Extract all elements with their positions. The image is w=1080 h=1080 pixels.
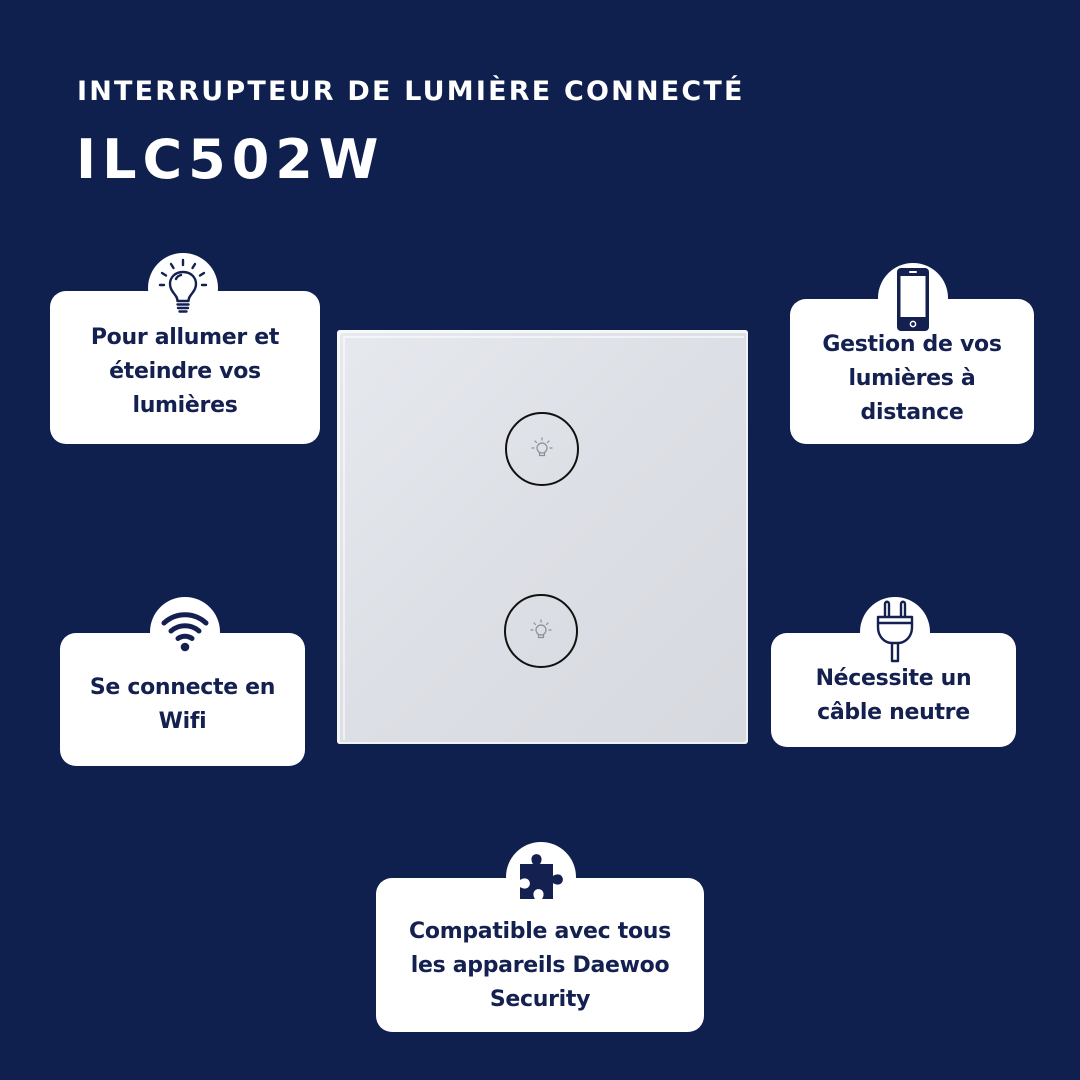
- lightbulb-icon: [531, 437, 553, 457]
- icon-badge: [506, 842, 576, 912]
- feature-text: Nécessite un câble neutre: [815, 666, 972, 725]
- feature-card-on-off: Pour allumer et éteindre vos lumières: [50, 253, 320, 444]
- feature-card-remote: Gestion de vos lumières à distance: [790, 263, 1034, 444]
- lightbulb-icon: [158, 258, 208, 313]
- feature-text: Compatible avec tous les appareils Daewo…: [409, 919, 671, 1012]
- touch-button-top[interactable]: [505, 412, 579, 486]
- product-category-title: INTERRUPTEUR DE LUMIÈRE CONNECTÉ: [77, 76, 745, 107]
- icon-badge: [148, 253, 218, 323]
- feature-text: Se connecte en Wifi: [89, 674, 276, 734]
- wifi-icon: [161, 612, 209, 652]
- touch-button-bottom[interactable]: [504, 594, 578, 668]
- feature-text: Gestion de vos lumières à distance: [822, 331, 1002, 425]
- icon-badge: [878, 263, 948, 333]
- icon-badge: [860, 597, 930, 667]
- feature-text: Pour allumer et éteindre vos lumières: [90, 324, 280, 418]
- feature-card-wifi: Se connecte en Wifi: [60, 597, 305, 766]
- icon-badge: [150, 597, 220, 667]
- product-model-title: ILC502W: [76, 128, 385, 191]
- switch-panel-image: [337, 330, 748, 744]
- puzzle-icon: [520, 854, 563, 899]
- feature-card-neutral: Nécessite un câble neutre: [771, 597, 1016, 747]
- lightbulb-icon: [530, 619, 552, 639]
- feature-card-compatibility: Compatible avec tous les appareils Daewo…: [376, 842, 704, 1032]
- smartphone-icon: [897, 268, 929, 331]
- plug-icon: [876, 600, 914, 663]
